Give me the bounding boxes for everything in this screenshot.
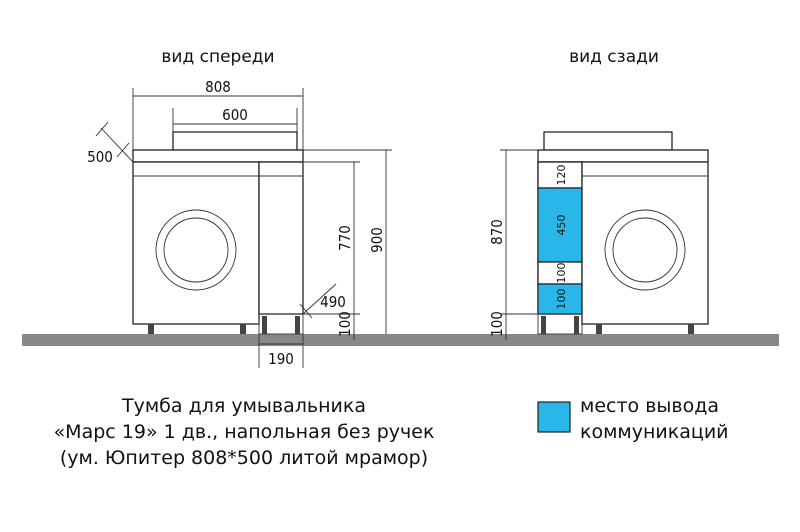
dim-870-label: 870	[488, 219, 506, 245]
back-countertop	[537, 149, 709, 163]
legend-swatch	[537, 401, 571, 433]
back-machine-niche	[581, 161, 709, 325]
front-porthole-inner	[163, 217, 229, 283]
back-view-title: вид сзади	[569, 47, 659, 67]
front-view-title: вид спереди	[161, 47, 274, 67]
dim-100-front-label: 100	[336, 311, 354, 337]
dim-490-tick	[299, 303, 313, 319]
back-porthole-inner	[612, 217, 678, 283]
dim-190-label: 190	[268, 350, 294, 368]
front-machine-foot-2	[240, 324, 246, 334]
front-machine-foot-1	[148, 324, 154, 334]
dim-770-label: 770	[336, 225, 354, 251]
zone-450-label: 450	[555, 215, 568, 236]
dim-500-label: 500	[87, 148, 113, 166]
front-leg-2	[295, 316, 300, 334]
front-machine-niche	[132, 161, 260, 325]
dim-100-back-label: 100	[488, 311, 506, 337]
back-sink-top	[543, 131, 673, 151]
dim-900-label: 900	[368, 227, 386, 253]
caption-line-2: «Марс 19» 1 дв., напольная без ручек	[54, 421, 435, 443]
legend-line-2: коммуникаций	[580, 421, 729, 443]
front-porthole-outer	[155, 209, 237, 291]
front-cabinet-column	[258, 161, 304, 315]
back-machine-foot-2	[688, 324, 694, 334]
zone-100-blue-label: 100	[555, 289, 568, 310]
front-cabinet-plinth	[258, 313, 304, 335]
dim-500-tick	[95, 121, 109, 137]
caption-line-3: (ум. Юпитер 808*500 литой мрамор)	[60, 447, 428, 469]
front-countertop	[132, 149, 304, 163]
dim-490-line	[302, 283, 337, 315]
floor	[22, 334, 779, 346]
zone-100-white-label: 100	[555, 263, 568, 284]
dim-808-label: 808	[205, 78, 231, 96]
back-leg-1	[541, 316, 546, 334]
dim-490-label: 490	[320, 293, 346, 311]
legend-line-1: место вывода	[580, 395, 719, 417]
caption-line-1: Тумба для умывальника	[121, 395, 366, 417]
front-sink-top	[172, 131, 298, 151]
back-leg-2	[574, 316, 579, 334]
dim-500-line	[100, 127, 134, 163]
back-machine-foot-1	[596, 324, 602, 334]
dim-600-label: 600	[222, 106, 248, 124]
front-leg-1	[262, 316, 267, 334]
zone-120-label: 120	[555, 165, 568, 186]
dim-500-tick2	[116, 142, 130, 158]
back-porthole-outer	[604, 209, 686, 291]
